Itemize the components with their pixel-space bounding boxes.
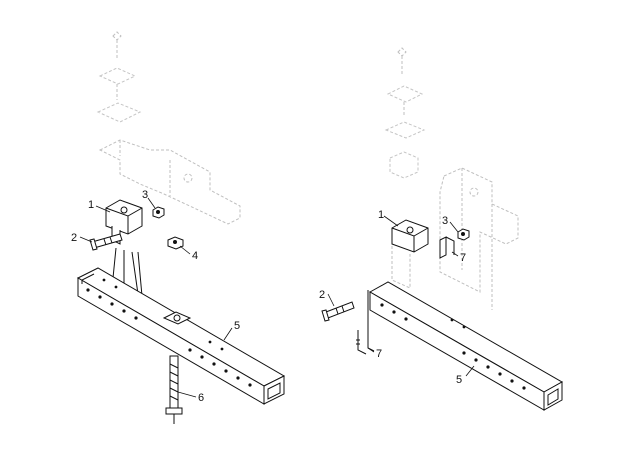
left-leader-4 [179, 245, 191, 255]
right-leader-3 [449, 221, 459, 233]
left-callout-6: 6 [198, 392, 204, 404]
left-leader-6 [177, 391, 197, 398]
left-leader-3 [147, 197, 156, 209]
left-part-long-bolt-6 [165, 355, 183, 424]
right-callout-7b: 7 [376, 348, 382, 360]
left-leader-5 [223, 327, 233, 341]
right-part-bracket [391, 219, 429, 253]
left-callout-1: 1 [88, 199, 94, 211]
left-callout-5: 5 [234, 320, 240, 332]
left-part-nut-4 [167, 236, 184, 250]
left-callout-4: 4 [192, 250, 198, 262]
left-callout-3: 3 [142, 189, 148, 201]
right-leader-1 [383, 215, 399, 227]
left-leader-1 [95, 205, 111, 213]
right-callout-2: 2 [319, 289, 325, 301]
right-leader-2 [327, 293, 335, 307]
right-part-clip-upper [439, 236, 455, 259]
left-part-bolt-2 [89, 233, 123, 251]
right-part-nut-3 [457, 228, 470, 241]
right-part-bolt-2 [321, 301, 355, 322]
left-part-nut-3 [152, 206, 165, 219]
right-part-square-tube [368, 281, 564, 411]
right-leader-5 [465, 365, 475, 377]
right-ghost-assembly [384, 47, 519, 310]
right-leader-7b [367, 347, 375, 353]
right-leader-7a [451, 251, 459, 257]
left-leader-2 [79, 236, 93, 243]
left-part-square-tube [76, 267, 286, 405]
right-callout-1: 1 [378, 209, 384, 221]
left-view: 1 2 3 4 5 6 [71, 31, 286, 424]
right-view: 1 2 3 7 7 5 [319, 47, 564, 411]
left-ghost-assembly [96, 31, 241, 225]
right-callout-7a: 7 [460, 252, 466, 264]
right-callout-3: 3 [442, 215, 448, 227]
left-callout-2: 2 [71, 232, 77, 244]
right-callout-5: 5 [456, 374, 462, 386]
